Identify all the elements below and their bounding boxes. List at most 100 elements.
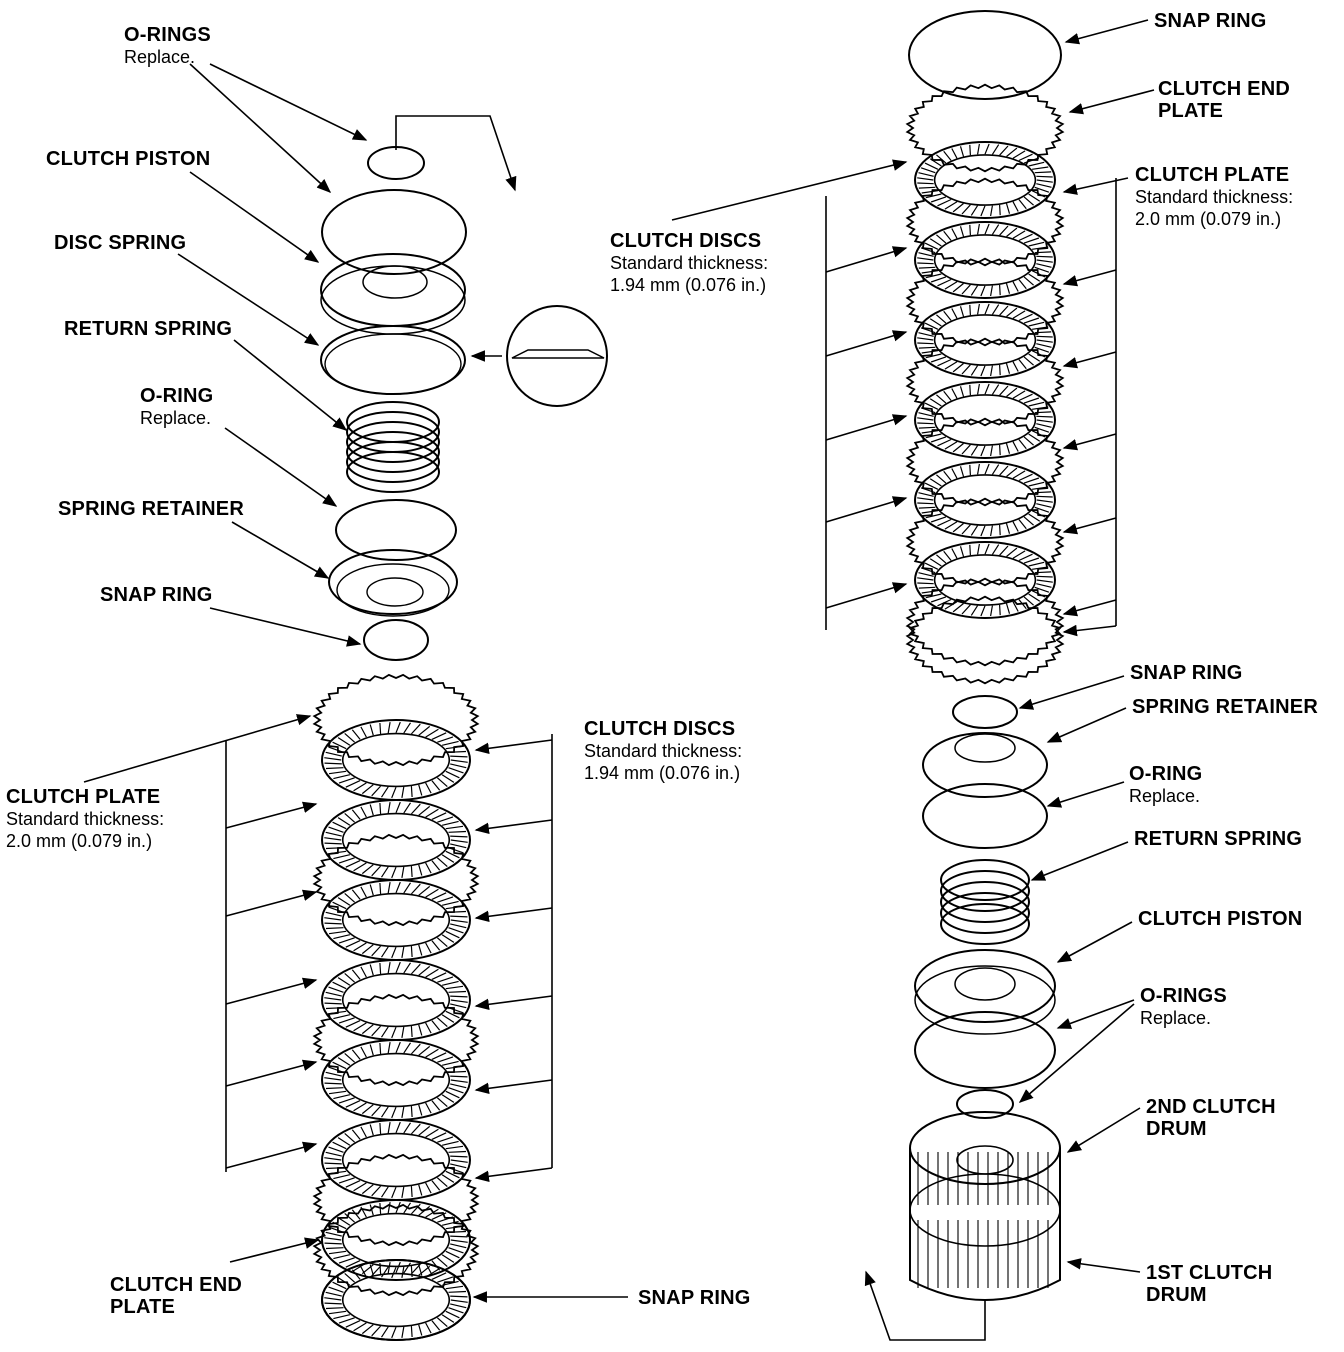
leader-2nd-clutch-drum xyxy=(1066,1107,1141,1153)
label-snap-ring-right-mid: SNAP RING xyxy=(1130,662,1243,684)
leader-clutch-plate-left-2 xyxy=(225,977,318,1005)
leader-clutch-disc-left-1 xyxy=(474,819,553,835)
clutch-disc-right xyxy=(914,461,1056,539)
label-clutch-discs-right: CLUTCH DISCS Standard thickness: 1.94 mm… xyxy=(610,230,769,295)
o-ring-small-right xyxy=(956,1089,1014,1119)
label-spring-retainer-left: SPRING RETAINER xyxy=(58,498,244,520)
clutch-disc-left xyxy=(321,719,471,801)
label-2nd-clutch-drum: 2ND CLUTCH DRUM xyxy=(1146,1096,1276,1140)
clutch-plate-right xyxy=(905,177,1065,267)
label-return-spring-left: RETURN SPRING xyxy=(64,318,233,340)
clutch-disc-right xyxy=(914,141,1056,219)
leader-clutch-discs-right-1 xyxy=(825,330,908,357)
leader-return-spring-left xyxy=(233,339,348,431)
clutch-end-plate-left xyxy=(312,1203,480,1297)
label-clutch-end-plate-left: CLUTCH END PLATE xyxy=(110,1274,242,1318)
clutch-piston-left xyxy=(320,253,466,327)
label-clutch-discs-left: CLUTCH DISCS Standard thickness: 1.94 mm… xyxy=(584,718,743,783)
label-clutch-plate-right: CLUTCH PLATE Standard thickness: 2.0 mm … xyxy=(1135,164,1294,229)
leader-o-ring-mid-left xyxy=(224,427,338,507)
label-clutch-piston-right: CLUTCH PISTON xyxy=(1138,908,1303,930)
leader-o-ring-large-left xyxy=(189,63,332,193)
clutch-disc-right xyxy=(914,541,1056,619)
label-clutch-piston-left: CLUTCH PISTON xyxy=(46,148,211,170)
leader-clutch-discs-right-4 xyxy=(825,582,908,609)
leader-o-ring-small-left xyxy=(209,63,368,141)
leader-clutch-plate-right-0 xyxy=(1062,269,1117,287)
leader-snap-ring-right-mid xyxy=(1018,675,1125,710)
leader-clutch-plate-right-2 xyxy=(1062,433,1117,451)
o-ring-right xyxy=(922,783,1048,849)
disc-spring-detail-circle xyxy=(506,305,608,407)
clutch-plate-right xyxy=(905,417,1065,507)
label-snap-ring-right-top: SNAP RING xyxy=(1154,10,1267,32)
leader-clutch-plate-left-4 xyxy=(225,1141,318,1169)
leader-clutch-piston-right xyxy=(1056,921,1133,963)
leader-clutch-disc-left-2 xyxy=(474,907,553,923)
clutch-disc-left xyxy=(321,799,471,881)
leader-flow-bottom-right xyxy=(864,1270,986,1341)
clutch-plate-right xyxy=(905,257,1065,347)
leader-clutch-plate-right-main xyxy=(1062,177,1129,195)
leader-spring-retainer-right xyxy=(1046,707,1127,743)
label-1st-clutch-drum: 1ST CLUTCH DRUM xyxy=(1146,1262,1273,1306)
o-ring-large-right xyxy=(914,1011,1056,1089)
disc-spring-detail-profile xyxy=(511,349,605,359)
label-disc-spring: DISC SPRING xyxy=(54,232,187,254)
snap-ring-right-top xyxy=(908,10,1062,100)
clutch-disc-left xyxy=(321,1119,471,1201)
clutch-disc-left xyxy=(321,959,471,1041)
leader-spring-retainer-left xyxy=(231,521,330,579)
leader-clutch-end-plate-right xyxy=(1068,89,1155,115)
label-o-rings-top: O-RINGS Replace. xyxy=(124,24,211,67)
leader-clutch-plate-right-1 xyxy=(1062,351,1117,369)
leader-clutch-plate-left-0 xyxy=(225,801,318,829)
clutch-plate-left xyxy=(312,1153,480,1247)
leader-clutch-end-plate-left xyxy=(229,1237,320,1263)
leader-clutch-disc-left-5 xyxy=(474,1167,553,1183)
leader-clutch-disc-left-3 xyxy=(474,995,553,1011)
leader-clutch-discs-right-3 xyxy=(825,496,908,523)
clutch-disc-left xyxy=(321,1199,471,1281)
leader-clutch-plate-left-1 xyxy=(225,889,318,917)
snap-ring-left-upper xyxy=(363,619,429,661)
label-clutch-plate-left: CLUTCH PLATE Standard thickness: 2.0 mm … xyxy=(6,786,165,851)
spring-retainer-right xyxy=(922,732,1048,798)
label-snap-ring-left-lower: SNAP RING xyxy=(638,1287,751,1309)
label-snap-ring-left-upper: SNAP RING xyxy=(100,584,213,606)
clutch-plate-left xyxy=(312,993,480,1087)
leader-flow-top-left xyxy=(395,115,517,192)
clutch-disc-left xyxy=(321,1039,471,1121)
label-return-spring-right: RETURN SPRING xyxy=(1134,828,1303,850)
leader-clutch-plate-right-3 xyxy=(1062,517,1117,535)
clutch-plate-left xyxy=(312,833,480,927)
leader-clutch-discs-right-main xyxy=(671,159,908,221)
o-ring-large-left xyxy=(321,189,467,275)
leader-clutch-discs-right-2 xyxy=(825,414,908,441)
spring-retainer-left xyxy=(328,549,458,615)
leader-clutch-plate-right-last xyxy=(1062,624,1117,637)
leader-clutch-plate-left-main xyxy=(83,714,312,783)
clutch-plate-right xyxy=(905,337,1065,427)
leader-disc-spring-left xyxy=(177,253,320,346)
clutch-disc-right xyxy=(914,301,1056,379)
leader-clutch-disc-left-0 xyxy=(474,739,553,755)
leader-clutch-plate-left-3 xyxy=(225,1059,318,1087)
leader-o-ring-right xyxy=(1046,781,1125,808)
clutch-plate-left xyxy=(312,673,480,767)
label-clutch-end-plate-right: CLUTCH END PLATE xyxy=(1158,78,1290,122)
clutch-drum-body xyxy=(909,1148,1061,1301)
label-o-ring-left: O-RING Replace. xyxy=(140,385,214,428)
clutch-piston-right xyxy=(914,949,1056,1023)
second-clutch-drum-rim xyxy=(909,1111,1061,1185)
o-ring-small-left xyxy=(367,146,425,180)
drum-hub xyxy=(956,1145,1014,1175)
snap-ring-left-lower xyxy=(321,1259,471,1341)
leader-clutch-disc-left-4 xyxy=(474,1079,553,1095)
leader-snap-ring-right-top xyxy=(1064,19,1149,45)
label-spring-retainer-right: SPRING RETAINER xyxy=(1132,696,1318,718)
snap-ring-right-mid xyxy=(952,695,1018,729)
label-o-rings-right: O-RINGS Replace. xyxy=(1140,985,1227,1028)
leader-o-rings-right-small xyxy=(1018,1003,1135,1103)
